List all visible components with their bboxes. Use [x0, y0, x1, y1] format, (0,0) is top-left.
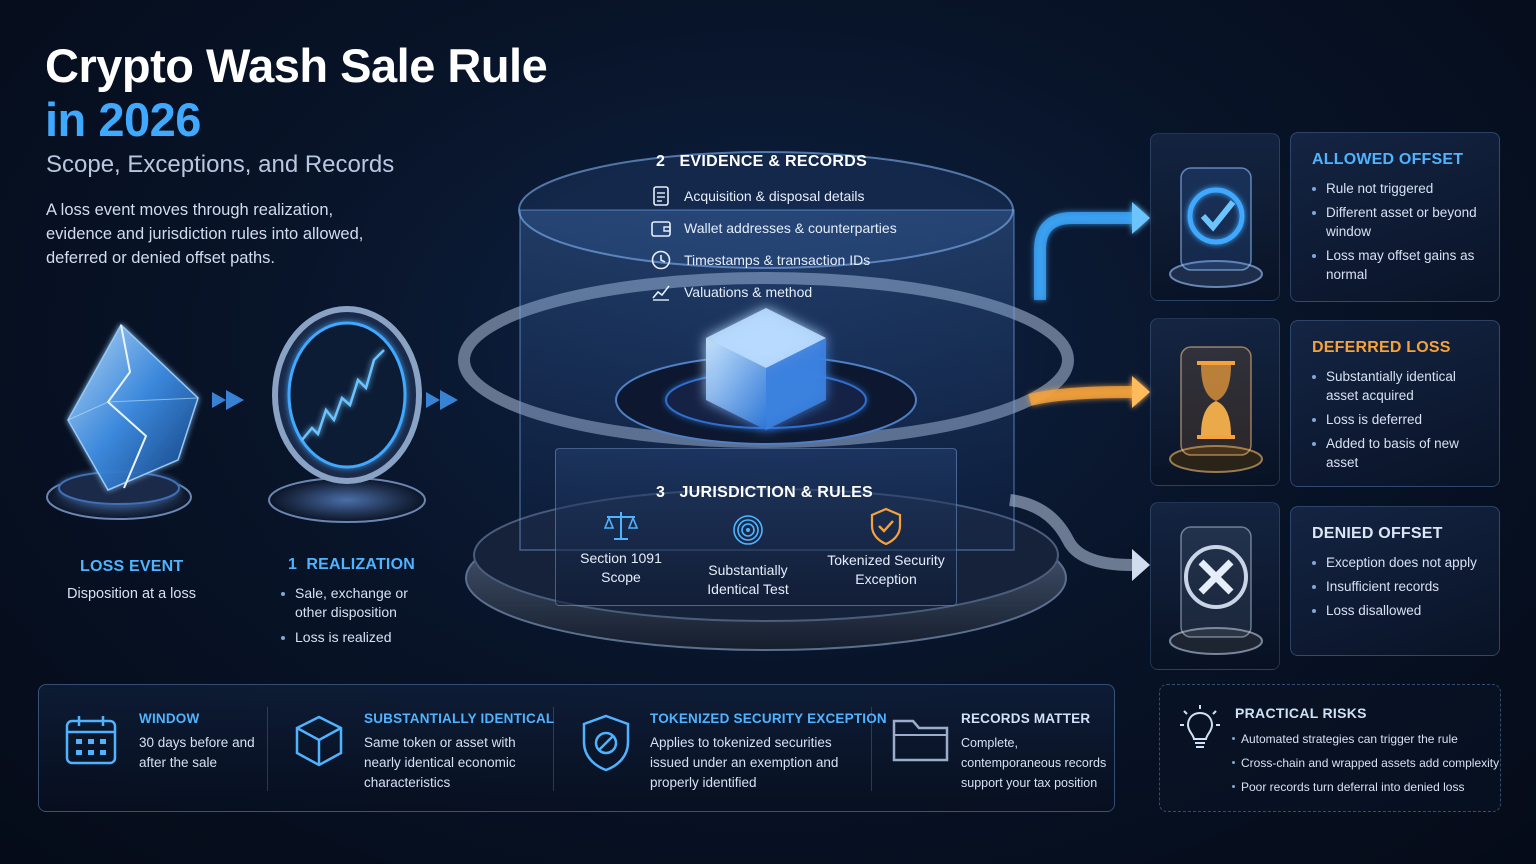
feature-records-matter: RECORDS MATTER Complete, contemporaneous… [879, 685, 1115, 813]
page-subtitle: Scope, Exceptions, and Records [46, 151, 395, 178]
page-title: Crypto Wash Sale Rule [45, 39, 548, 92]
folder-icon [892, 719, 949, 762]
realization-number: 1 [288, 556, 298, 573]
denied-path-arrow [1009, 494, 1150, 581]
feature-text: 30 days before and after the sale [139, 735, 255, 770]
deferred-loss-title: DEFERRED LOSS [1312, 339, 1451, 356]
clock-icon [651, 250, 671, 270]
evidence-item: Timestamps & transaction IDs [650, 244, 920, 276]
chart-icon [652, 285, 670, 301]
deferred-loss-bullets: Substantially identical asset acquired L… [1312, 367, 1483, 472]
loss-event-gem-icon [46, 323, 199, 520]
rule-tokenized-security: Tokenized Security Exception [818, 506, 954, 589]
list-item: Different asset or beyond window [1312, 203, 1483, 241]
shield-icon [582, 714, 630, 772]
hourglass-icon [1169, 346, 1263, 473]
denied-offset-title: DENIED OFFSET [1312, 525, 1443, 542]
loss-event-label: LOSS EVENT [80, 558, 184, 575]
deferred-path-arrow [1028, 376, 1150, 408]
loss-event-text: Disposition at a loss [67, 586, 196, 602]
feature-text: Same token or asset with nearly identica… [364, 735, 516, 790]
list-item: Rule not triggered [1312, 179, 1483, 198]
divider [267, 707, 268, 791]
calendar-icon [65, 716, 117, 765]
intro-text: A loss event moves through realization, … [46, 201, 364, 267]
feature-tokenized-security-exception: TOKENIZED SECURITY EXCEPTION Applies to … [561, 685, 887, 813]
deferred-loss-card: DEFERRED LOSS Substantially identical as… [1290, 320, 1500, 487]
fingerprint-icon [733, 515, 763, 545]
list-item: Insufficient records [1312, 577, 1483, 596]
key-concepts-bar: WINDOW 30 days before and after the sale… [38, 684, 1115, 812]
list-item: Cross-chain and wrapped assets add compl… [1232, 755, 1499, 771]
feature-window: WINDOW 30 days before and after the sale [39, 685, 267, 813]
feature-title: TOKENIZED SECURITY EXCEPTION [650, 711, 887, 726]
denied-offset-card: DENIED OFFSET Exception does not apply I… [1290, 506, 1500, 656]
allowed-offset-title: ALLOWED OFFSET [1312, 151, 1464, 168]
feature-substantially-identical: SUBSTANTIALLY IDENTICAL Same token or as… [275, 685, 555, 813]
x-mark-icon [1169, 526, 1263, 655]
evidence-item: Acquisition & disposal details [650, 180, 920, 212]
evidence-list: Acquisition & disposal details Wallet ad… [650, 180, 920, 308]
jurisdiction-heading: 3 JURISDICTION & RULES [656, 484, 873, 502]
shield-check-icon [870, 507, 902, 546]
realization-bullets: Sale, exchange or other disposition Loss… [281, 584, 431, 653]
jurisdiction-number: 3 [656, 484, 666, 501]
rule-substantially-identical: Substantially Identical Test [692, 512, 804, 599]
page-title-year: in 2026 [45, 93, 201, 146]
list-item: Substantially identical asset acquired [1312, 367, 1483, 405]
evidence-heading: 2 EVIDENCE & RECORDS [656, 153, 867, 171]
jurisdiction-title: JURISDICTION & RULES [679, 484, 874, 501]
document-icon [653, 186, 669, 206]
feature-title: WINDOW [139, 711, 200, 726]
realization-title: REALIZATION [306, 556, 415, 573]
allowed-offset-card: ALLOWED OFFSET Rule not triggered Differ… [1290, 132, 1500, 302]
divider [871, 707, 872, 791]
checkmark-icon [1169, 167, 1263, 288]
scales-icon [603, 512, 639, 540]
evidence-item: Wallet addresses & counterparties [650, 212, 920, 244]
rule-section-1091: Section 1091 Scope [565, 508, 677, 587]
list-item: Automated strategies can trigger the rul… [1232, 731, 1499, 747]
allowed-offset-icon-box [1150, 133, 1280, 301]
list-item: Loss is deferred [1312, 410, 1483, 429]
denied-offset-bullets: Exception does not apply Insufficient re… [1312, 553, 1483, 620]
list-item: Loss is realized [281, 628, 431, 647]
chevron-right-icon [212, 390, 458, 410]
crystal-cube-icon [706, 308, 826, 430]
denied-offset-icon-box [1150, 502, 1280, 670]
divider [553, 707, 554, 791]
realization-coin-icon [268, 306, 426, 523]
list-item: Added to basis of new asset [1312, 434, 1483, 472]
wallet-icon [651, 221, 671, 237]
deferred-loss-icon-box [1150, 318, 1280, 486]
list-item: Poor records turn deferral into denied l… [1232, 779, 1499, 795]
allowed-offset-bullets: Rule not triggered Different asset or be… [1312, 179, 1483, 284]
practical-risks-title: PRACTICAL RISKS [1235, 705, 1367, 721]
practical-risks-panel: PRACTICAL RISKS Automated strategies can… [1159, 684, 1501, 812]
list-item: Sale, exchange or other disposition [281, 584, 431, 622]
list-item: Loss may offset gains as normal [1312, 246, 1483, 284]
evidence-number: 2 [656, 153, 666, 170]
feature-title: SUBSTANTIALLY IDENTICAL [364, 711, 555, 726]
realization-label: 1 REALIZATION [288, 556, 415, 574]
feature-text: Complete, contemporaneous records suppor… [961, 736, 1107, 790]
evidence-item: Valuations & method [650, 276, 920, 308]
feature-text: Applies to tokenized securities issued u… [650, 735, 839, 790]
lightbulb-icon [1180, 705, 1220, 748]
feature-title: RECORDS MATTER [961, 711, 1091, 726]
evidence-title: EVIDENCE & RECORDS [679, 153, 868, 170]
allowed-path-arrow [1034, 202, 1150, 300]
cube-icon [295, 715, 343, 767]
list-item: Loss disallowed [1312, 601, 1483, 620]
list-item: Exception does not apply [1312, 553, 1483, 572]
practical-risks-bullets: Automated strategies can trigger the rul… [1232, 731, 1499, 803]
